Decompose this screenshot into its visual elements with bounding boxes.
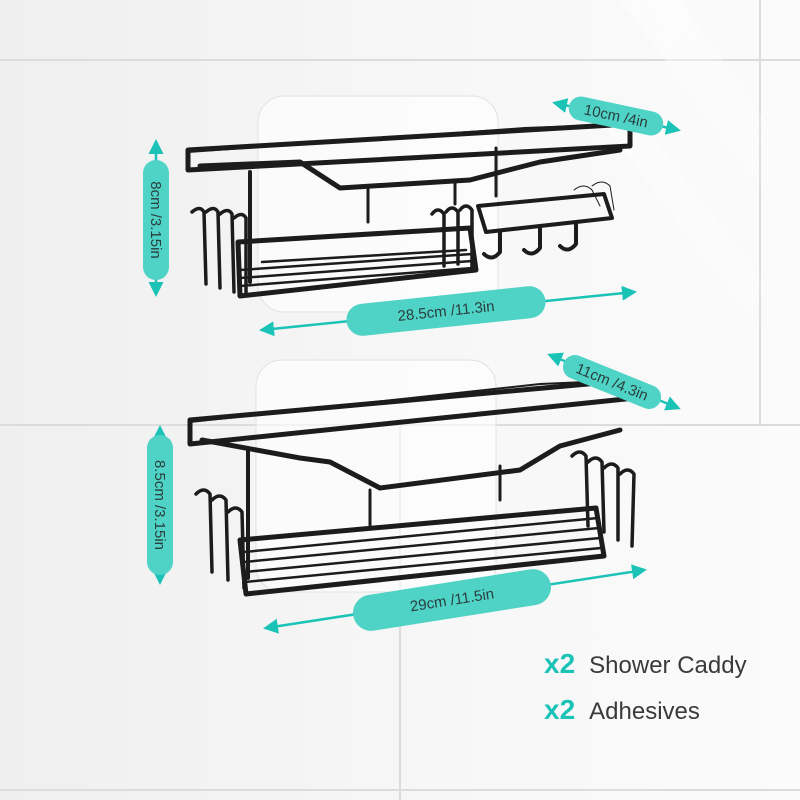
light-streaks xyxy=(600,0,800,380)
lower-shower-caddy xyxy=(187,377,638,597)
upper-shower-caddy xyxy=(185,121,633,299)
adhesives-label: Adhesives xyxy=(589,698,700,725)
lower-height-label: 8.5cm /3.15in xyxy=(151,460,168,550)
upper-height-label: 8cm /3.15in xyxy=(147,181,164,259)
lower-height-badge: 8.5cm /3.15in xyxy=(147,435,173,575)
upper-width-badge: 28.5cm /11.3in xyxy=(346,286,546,336)
lower-width-badge: 29cm /11.5in xyxy=(353,569,551,631)
adhesives-quantity: x2 xyxy=(544,694,576,725)
caddy-quantity: x2 xyxy=(544,648,576,679)
contents-row-adhesives: x2 Adhesives xyxy=(544,694,700,726)
upper-height-badge: 8cm /3.15in xyxy=(143,160,169,280)
caddy-label: Shower Caddy xyxy=(589,652,747,679)
contents-row-caddy: x2 Shower Caddy xyxy=(544,648,747,680)
